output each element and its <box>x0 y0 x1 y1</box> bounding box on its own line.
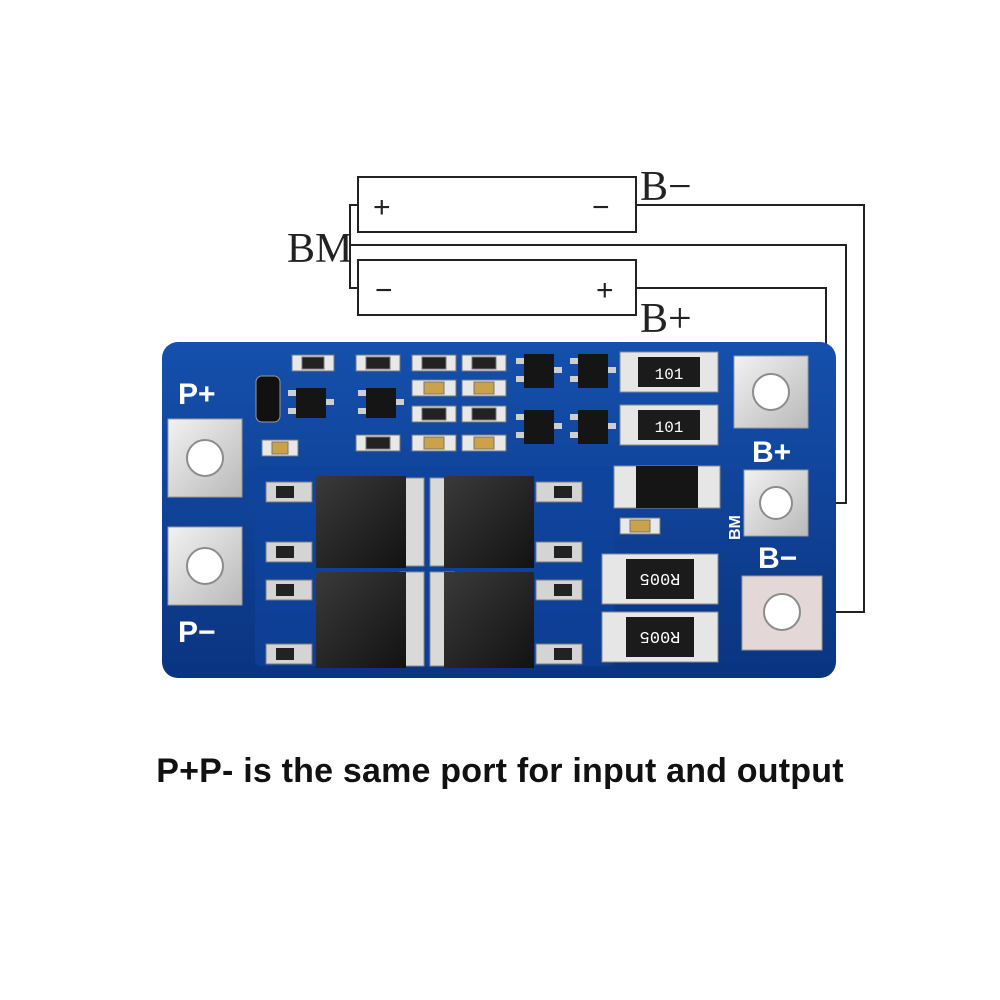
battery-bottom-plus: + <box>596 274 614 307</box>
pad-p-plus-hole <box>186 439 224 477</box>
label-b-minus: B− <box>640 164 692 210</box>
mosfet-1 <box>316 476 406 568</box>
shunt-r005-a-label: R005 <box>640 568 681 587</box>
shunt-r005-b: R005 <box>601 611 719 663</box>
polarized-capacitor <box>255 375 281 423</box>
silk-p-minus: P− <box>178 616 216 649</box>
caption-text: P+P- is the same port for input and outp… <box>156 752 844 790</box>
resistor-101-b: 101 <box>619 404 719 446</box>
wire-b-minus <box>636 204 865 613</box>
diagram-labels: + − − + BM B− B+ <box>287 164 692 342</box>
pad-p-minus-hole <box>186 547 224 585</box>
battery-top-plus: + <box>373 191 391 224</box>
battery-bottom <box>357 259 637 316</box>
battery-top <box>357 176 637 233</box>
resistor-101-a-label: 101 <box>655 366 684 384</box>
pad-b-minus-hole <box>763 593 801 631</box>
mosfet-3 <box>316 572 406 668</box>
pad-bm-hole <box>759 486 793 520</box>
resistor-101-a: 101 <box>619 351 719 393</box>
mosfets <box>265 476 583 668</box>
resistor-101-b-label: 101 <box>655 419 684 437</box>
shunt-r005-a: R005 <box>601 553 719 605</box>
shunt-r005-b-label: R005 <box>640 626 681 645</box>
battery-top-minus: − <box>592 191 610 224</box>
silk-p-plus: P+ <box>178 378 216 411</box>
silk-b-minus: B− <box>758 542 797 575</box>
label-b-plus: B+ <box>640 296 692 342</box>
sot23-ics <box>288 354 616 444</box>
bm-bracket <box>349 204 358 289</box>
diode-body <box>636 466 698 508</box>
label-bm: BM <box>287 226 352 272</box>
pcb-board: P+ P− B+ B− BM 101 101 R005 R005 <box>162 342 836 678</box>
smd-small-parts <box>261 354 661 535</box>
mosfet-2 <box>444 476 534 568</box>
pad-b-plus-hole <box>752 373 790 411</box>
silk-bm: BM <box>727 515 744 540</box>
mosfet-4 <box>444 572 534 668</box>
battery-bottom-minus: − <box>375 274 393 307</box>
silk-b-plus: B+ <box>752 436 791 469</box>
